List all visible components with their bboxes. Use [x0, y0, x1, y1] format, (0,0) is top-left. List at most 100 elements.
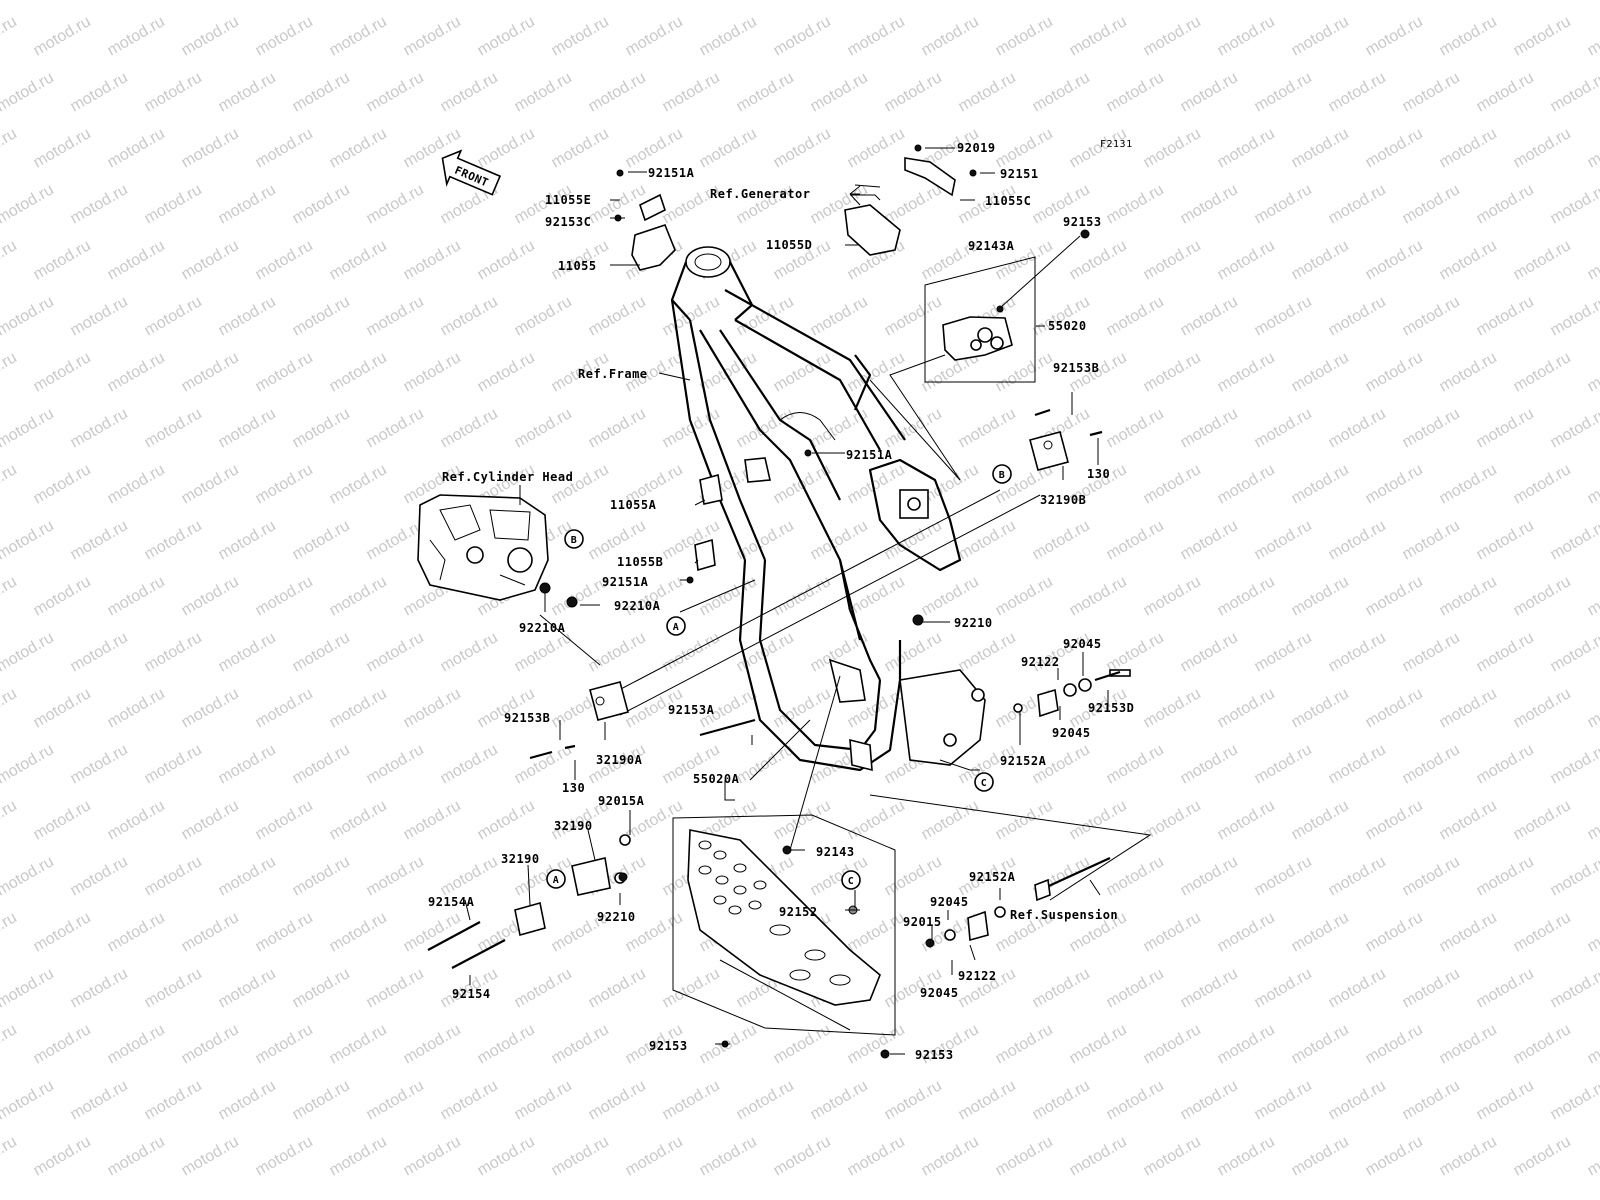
watermark-text: motod.ru	[1363, 1133, 1426, 1179]
watermark-text: motod.ru	[401, 797, 464, 843]
watermark-text: motod.ru	[808, 405, 871, 451]
nut-stack-lower	[925, 906, 1006, 948]
watermark-text: motod.ru	[1104, 853, 1167, 899]
watermark-text: motod.ru	[623, 13, 686, 59]
watermark-text: motod.ru	[1437, 13, 1500, 59]
watermark-text: motod.ru	[0, 741, 57, 787]
label-92154a: 92154A	[428, 895, 475, 909]
watermark-text: motod.ru	[956, 1077, 1019, 1123]
watermark-text: motod.ru	[475, 1021, 538, 1067]
watermark-text: motod.ru	[31, 237, 94, 283]
watermark-text: motod.ru	[364, 1077, 427, 1123]
watermark-text: motod.ru	[1104, 405, 1167, 451]
watermark-text: motod.ru	[1289, 1133, 1352, 1179]
watermark-text: motod.ru	[179, 349, 242, 395]
watermark-text: motod.ru	[1252, 405, 1315, 451]
watermark-text: motod.ru	[771, 349, 834, 395]
watermark-text: motod.ru	[1585, 1021, 1600, 1067]
watermark-text: motod.ru	[660, 293, 723, 339]
watermark-text: motod.ru	[956, 629, 1019, 675]
watermark-text: motod.ru	[734, 69, 797, 115]
watermark-text: motod.ru	[31, 461, 94, 507]
watermark-text: motod.ru	[1585, 573, 1600, 619]
watermark-text: motod.ru	[327, 237, 390, 283]
watermark-text: motod.ru	[1252, 853, 1315, 899]
watermark-text: motod.ru	[327, 13, 390, 59]
watermark-text: motod.ru	[1104, 629, 1167, 675]
watermark-text: motod.ru	[327, 461, 390, 507]
watermark-text: motod.ru	[1141, 573, 1204, 619]
watermark-text: motod.ru	[327, 909, 390, 955]
watermark-text: motod.ru	[1474, 69, 1537, 115]
watermark-text: motod.ru	[808, 1077, 871, 1123]
label-130-right: 130	[1087, 467, 1110, 481]
watermark-text: motod.ru	[1289, 461, 1352, 507]
watermark-text: motod.ru	[142, 293, 205, 339]
watermark-text: motod.ru	[919, 1133, 982, 1179]
label-92153-top: 92153	[1063, 215, 1102, 229]
watermark-text: motod.ru	[0, 293, 57, 339]
watermark-text: motod.ru	[216, 965, 279, 1011]
watermark-text: motod.ru	[771, 1133, 834, 1179]
label-92153b-right: 92153B	[1053, 361, 1099, 375]
watermark-text: motod.ru	[1363, 125, 1426, 171]
watermark-text: motod.ru	[697, 1133, 760, 1179]
watermark-text: motod.ru	[1215, 573, 1278, 619]
watermark-text: motod.ru	[512, 1077, 575, 1123]
label-92015: 92015	[903, 915, 942, 929]
watermark-text: motod.ru	[105, 909, 168, 955]
watermark-text: motod.ru	[68, 517, 131, 563]
watermark-text: motod.ru	[1178, 517, 1241, 563]
watermark-text: motod.ru	[179, 685, 242, 731]
watermark-text: motod.ru	[993, 1021, 1056, 1067]
watermark-text: motod.ru	[1104, 69, 1167, 115]
watermark-text: motod.ru	[68, 0, 131, 3]
watermark-text: motod.ru	[1067, 573, 1130, 619]
watermark-text: motod.ru	[1215, 909, 1278, 955]
watermark-text: motod.ru	[882, 0, 945, 3]
watermark-text: motod.ru	[549, 1021, 612, 1067]
watermark-text: motod.ru	[1474, 1077, 1537, 1123]
watermark-text: motod.ru	[68, 181, 131, 227]
watermark-text: motod.ru	[0, 909, 20, 955]
label-11055b: 11055B	[617, 555, 663, 569]
watermark-text: motod.ru	[327, 685, 390, 731]
watermark-text: motod.ru	[808, 0, 871, 3]
watermark-text: motod.ru	[1511, 13, 1574, 59]
watermark-text: motod.ru	[1104, 181, 1167, 227]
watermark-text: motod.ru	[142, 741, 205, 787]
label-92122-top: 92122	[1021, 655, 1060, 669]
watermark-text: motod.ru	[1141, 237, 1204, 283]
watermark-text: motod.ru	[290, 69, 353, 115]
watermark-text: motod.ru	[1548, 405, 1600, 451]
watermark-text: motod.ru	[68, 629, 131, 675]
watermark-text: motod.ru	[697, 125, 760, 171]
watermark-text: motod.ru	[1030, 1077, 1093, 1123]
label-11055e: 11055E	[545, 193, 591, 207]
watermark-text: motod.ru	[1030, 69, 1093, 115]
watermark-text: motod.ru	[697, 349, 760, 395]
watermark-text: motod.ru	[364, 517, 427, 563]
watermark-text: motod.ru	[1104, 293, 1167, 339]
watermark-text: motod.ru	[290, 405, 353, 451]
watermark-text: motod.ru	[327, 573, 390, 619]
watermark-text: motod.ru	[1548, 69, 1600, 115]
watermark-text: motod.ru	[1585, 349, 1600, 395]
watermark-text: motod.ru	[1474, 293, 1537, 339]
label-92152a-right: 92152A	[1000, 754, 1047, 768]
watermark-text: motod.ru	[216, 1077, 279, 1123]
watermark-text: motod.ru	[31, 349, 94, 395]
watermark-text: motod.ru	[1141, 685, 1204, 731]
watermark-text: motod.ru	[438, 853, 501, 899]
watermark-text: motod.ru	[0, 1021, 20, 1067]
watermark-text: motod.ru	[475, 1133, 538, 1179]
label-92210a-right: 92210A	[614, 599, 661, 613]
watermark-text: motod.ru	[253, 125, 316, 171]
watermark-text: motod.ru	[105, 349, 168, 395]
watermark-text: motod.ru	[882, 181, 945, 227]
label-92210-low: 92210	[597, 910, 636, 924]
watermark-text: motod.ru	[216, 181, 279, 227]
watermark-text: motod.ru	[1289, 13, 1352, 59]
watermark-text: motod.ru	[31, 13, 94, 59]
watermark-text: motod.ru	[586, 629, 649, 675]
